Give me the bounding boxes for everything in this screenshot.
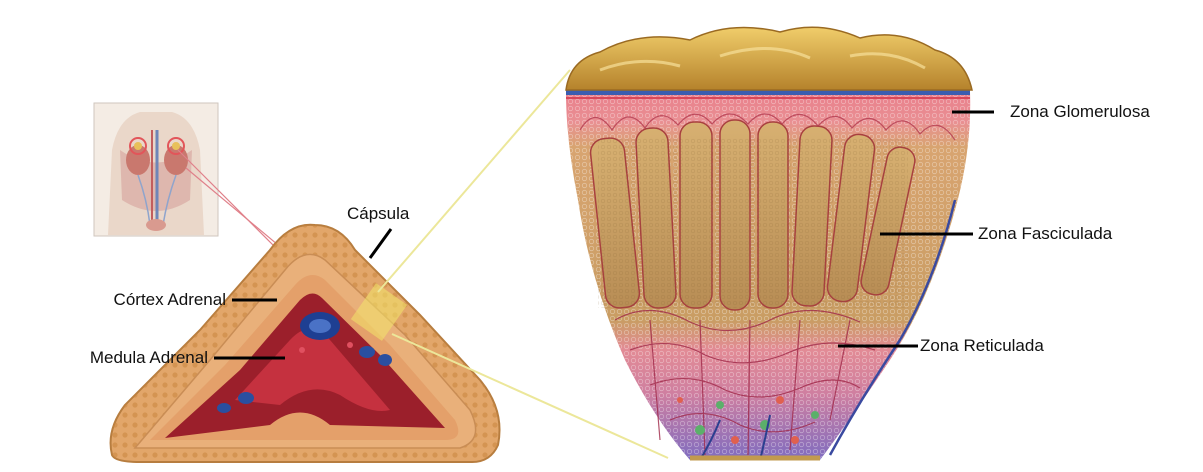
capsule-fat	[566, 27, 972, 90]
cortex-magnified-block	[566, 27, 972, 460]
label-capsula: Cápsula	[347, 204, 409, 224]
label-cortex-adrenal: Córtex Adrenal	[52, 290, 226, 310]
label-zona-glomerulosa: Zona Glomerulosa	[1010, 102, 1150, 122]
torso-thumbnail	[94, 103, 218, 236]
zoom-line-top	[378, 70, 570, 292]
label-zona-reticulada: Zona Reticulada	[920, 336, 1044, 356]
label-zona-fasciculada: Zona Fasciculada	[978, 224, 1112, 244]
label-medula-adrenal: Medula Adrenal	[2, 348, 208, 368]
adrenal-gland-section	[111, 225, 500, 462]
leader-capsula	[370, 229, 391, 258]
fasciculata-columns	[589, 120, 917, 310]
